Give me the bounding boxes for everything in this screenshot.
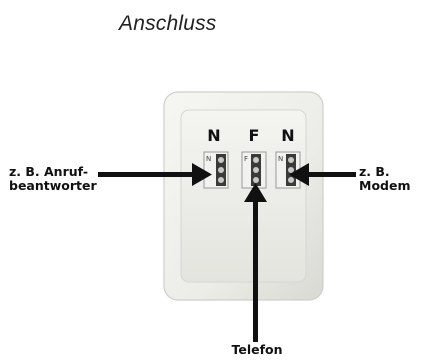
diagram-title: Anschluss	[119, 12, 217, 35]
port-label-f: F	[249, 126, 260, 145]
arrow-bottom-to-port	[244, 183, 267, 342]
label-modem: z. B. Modem	[359, 165, 410, 193]
svg-text:N: N	[278, 155, 283, 163]
port-label-n-right: N	[281, 126, 294, 145]
port-slot-middle: F	[241, 151, 267, 189]
label-answering-machine-line1: z. B. Anruf-	[9, 164, 89, 179]
label-answering-machine-line2: beantworter	[9, 178, 97, 193]
port-label-n-left: N	[207, 126, 220, 145]
port-slot-left: N	[203, 151, 229, 189]
label-modem-line2: Modem	[359, 178, 411, 193]
svg-text:F: F	[244, 155, 248, 163]
arrow-right-to-port	[289, 163, 356, 186]
label-answering-machine: z. B. Anruf- beantworter	[9, 165, 97, 193]
label-modem-line1: z. B.	[359, 164, 390, 179]
svg-text:N: N	[206, 155, 211, 163]
arrow-left-to-port	[98, 163, 212, 186]
label-telephone: Telefon	[231, 342, 283, 357]
port-slot-right: N	[275, 151, 301, 189]
